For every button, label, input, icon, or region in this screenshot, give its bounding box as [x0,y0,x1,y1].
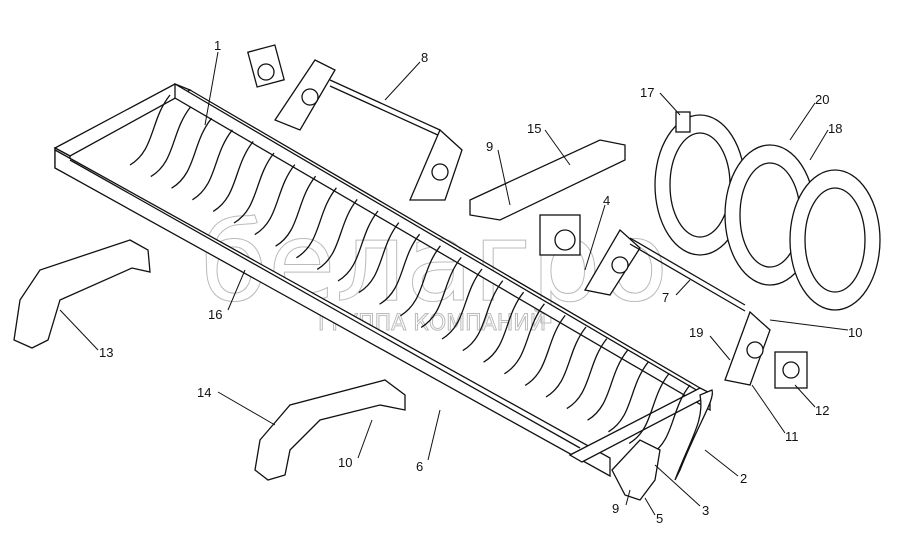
callout-17: 17 [640,85,654,100]
roller-blade [358,222,400,294]
callout-6: 6 [416,459,423,474]
bracket-14 [254,379,406,481]
roller-blade [337,210,379,282]
roller-blade [379,233,421,305]
roller-blade [192,129,233,201]
roller-blade [275,175,317,247]
roller-blade [212,140,254,212]
watermark-brand: белагро [200,198,668,326]
spiked-wheels [654,111,881,311]
roller-blade [462,280,504,352]
callout-12: 12 [815,403,829,418]
callout-20: 20 [815,92,829,107]
roller-blade [628,372,670,444]
roller-blade [171,117,213,189]
callout-8: 8 [421,50,428,65]
callout-4: 4 [603,193,610,208]
callout-16: 16 [208,307,222,322]
callout-2: 2 [740,471,747,486]
callout-9b: 9 [612,501,619,516]
callout-15: 15 [527,121,541,136]
roller-blade [129,94,171,166]
roller-blade [296,187,337,259]
crank-arm-8 [247,44,463,201]
leader-lines [59,51,849,516]
callout-11: 11 [785,429,799,444]
roller-blade [420,256,462,328]
roller-blade [483,291,525,363]
callout-7: 7 [662,290,669,305]
callouts: 1 8 17 20 18 15 9 4 16 7 10 19 13 12 11 … [99,38,862,526]
callout-9: 9 [486,139,493,154]
callout-14: 14 [197,385,211,400]
roller-blade [150,106,192,178]
callout-1: 1 [214,38,221,53]
roller-blade [608,361,649,433]
callout-5: 5 [656,511,663,526]
roller-blade [316,198,358,270]
roller-blade [254,164,296,236]
left-bracket-13 [13,239,151,349]
roller-blade [233,152,275,224]
roller-blade [400,245,441,317]
roller-frame [53,82,714,478]
roller-blade [587,349,629,421]
callout-13: 13 [99,345,113,360]
roller-blade [524,314,566,386]
callout-3: 3 [702,503,709,518]
roller-blade [441,268,483,340]
roller-blade [504,303,545,375]
callout-19: 19 [689,325,703,340]
callout-18: 18 [828,121,842,136]
callout-10b: 10 [338,455,352,470]
callout-10: 10 [848,325,862,340]
roller-blade [566,338,608,410]
roller-blade [545,326,587,398]
